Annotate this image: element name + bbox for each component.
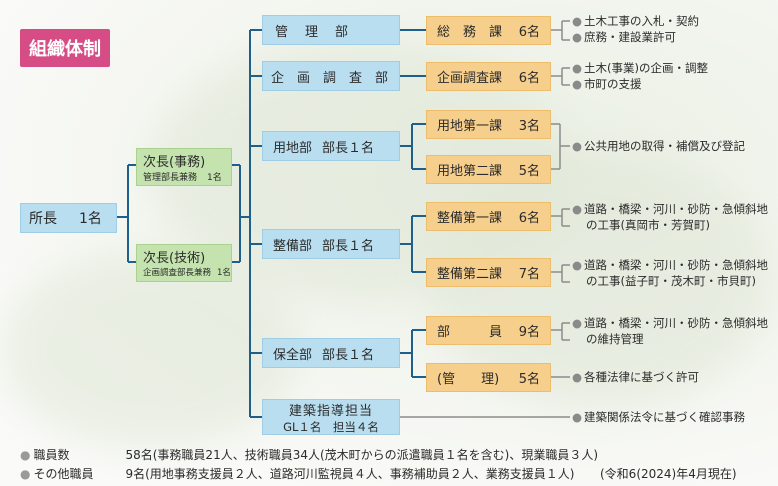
deputy-title: 次長(事務) <box>143 155 206 170</box>
dept-conservation: 保全部 部長１名 <box>262 338 400 368</box>
duty-text: 道路・橋梁・河川・砂防・急傾斜地 <box>584 316 769 330</box>
duties-general-affairs: ●土木工事の入札・契約 ●庶務・建設業許可 <box>572 13 699 45</box>
section-count: 5名 <box>518 164 540 179</box>
duty-text: 公共用地の取得・補償及び登記 <box>584 139 746 153</box>
section-name: 整備第一課 <box>437 211 503 226</box>
dept-building-guidance: 建築指導担当 GL１名 担当４名 <box>262 399 400 435</box>
footer-value: 9名(用地事務支援員２人、道路河川監視員４人、事務補助員２人、業務支援員１人) <box>125 467 575 481</box>
page-title: 組織体制 <box>20 29 110 67</box>
section-count: 9名 <box>518 325 540 340</box>
duty-text: の工事(真岡市・芳賀町) <box>586 218 710 232</box>
bullet-icon: ● <box>572 139 583 153</box>
duties-staff: ●道路・橋梁・河川・砂防・急傾斜地 の維持管理 <box>572 315 768 347</box>
footer-label: 職員数 <box>33 448 70 462</box>
duty-text: 土木(事業)の企画・調整 <box>584 61 709 75</box>
dept-name: 企 画 調 査 部 <box>271 70 389 86</box>
duty-text: 道路・橋梁・河川・砂防・急傾斜地 <box>584 202 769 216</box>
section-name: 用地第二課 <box>437 164 503 179</box>
footer-label: その他職員 <box>33 467 94 481</box>
deputy-admin-box: 次長(事務) 管理部長兼務 1名 <box>136 148 232 186</box>
section-name: 企画調査課 <box>437 71 503 86</box>
duties-building: ●建築関係法令に基づく確認事務 <box>572 409 745 425</box>
duty-text: の工事(益子町・茂木町・市貝町) <box>586 274 756 288</box>
section-count: 6名 <box>518 211 540 226</box>
duty-text: の維持管理 <box>586 332 644 346</box>
section-general-affairs: 総 務 課 6名 <box>426 16 551 45</box>
footer-value: 58名(事務職員21人、技術職員34人(茂木町からの派遣職員１名を含む)、現業職… <box>125 448 599 462</box>
dept-planning: 企 画 調 査 部 <box>262 61 400 91</box>
section-planning: 企画調査課 6名 <box>426 62 551 91</box>
dept-name: 建築指導担当 <box>288 403 373 419</box>
deputy-count: 1名 <box>217 268 231 278</box>
section-name: 総 務 課 <box>437 25 503 40</box>
duty-text: 土木工事の入札・契約 <box>584 14 700 28</box>
section-count: 7名 <box>518 267 540 282</box>
bullet-icon: ● <box>572 370 583 384</box>
bullet-icon: ● <box>572 410 583 424</box>
bullet-icon: ● <box>572 77 583 91</box>
bullet-icon: ● <box>20 448 31 462</box>
deputy-count: 1名 <box>207 173 222 183</box>
deputy-title: 次長(技術) <box>143 251 206 266</box>
dept-land: 用地部 部長１名 <box>262 131 400 161</box>
bullet-icon: ● <box>572 30 583 44</box>
section-count: 6名 <box>518 71 540 86</box>
bullet-icon: ● <box>572 202 583 216</box>
bullet-icon: ● <box>572 258 583 272</box>
dept-management: 管 理 部 <box>262 15 400 45</box>
dept-sub: GL１名 担当４名 <box>283 419 379 434</box>
section-land-1: 用地第一課 3名 <box>426 110 551 139</box>
duties-works-1: ●道路・橋梁・河川・砂防・急傾斜地 の工事(真岡市・芳賀町) <box>572 201 768 233</box>
dept-maintenance-works: 整備部 部長１名 <box>262 229 400 259</box>
duty-text: 市町の支援 <box>584 77 642 91</box>
section-works-2: 整備第二課 7名 <box>426 258 551 287</box>
section-management: (管 理) 5名 <box>426 363 551 392</box>
as-of-date: (令和6(2024)年4月現在) <box>600 467 737 481</box>
section-count: 3名 <box>518 119 540 134</box>
duty-text: 建築関係法令に基づく確認事務 <box>584 410 746 424</box>
footer-staff-count: ●職員数 58名(事務職員21人、技術職員34人(茂木町からの派遣職員１名を含む)… <box>20 446 598 463</box>
dept-sub: 部長１名 <box>322 140 375 156</box>
duties-management: ●各種法律に基づく許可 <box>572 369 699 385</box>
bullet-icon: ● <box>572 14 583 28</box>
deputy-sub: 企画調査部長兼務 <box>143 268 212 278</box>
footer-other-staff: ●その他職員 9名(用地事務支援員２人、道路河川監視員４人、事務補助員２人、業務支… <box>20 465 575 482</box>
dept-name: 用地部 <box>273 140 313 156</box>
deputy-sub: 管理部長兼務 <box>143 173 198 183</box>
section-staff: 部 員 9名 <box>426 316 551 345</box>
dept-name: 保全部 <box>273 347 313 363</box>
duties-planning: ●土木(事業)の企画・調整 ●市町の支援 <box>572 60 708 92</box>
dept-sub: 部長１名 <box>322 347 375 363</box>
section-name: 用地第一課 <box>437 119 503 134</box>
deputy-tech-box: 次長(技術) 企画調査部長兼務 1名 <box>136 244 232 282</box>
bullet-icon: ● <box>20 467 31 481</box>
section-count: 5名 <box>518 372 540 387</box>
bullet-icon: ● <box>572 316 583 330</box>
duty-text: 各種法律に基づく許可 <box>584 370 700 384</box>
section-name: 整備第二課 <box>437 267 503 282</box>
dept-name: 整備部 <box>273 238 313 254</box>
duties-land: ●公共用地の取得・補償及び登記 <box>572 138 745 154</box>
duty-text: 道路・橋梁・河川・砂防・急傾斜地 <box>584 258 769 272</box>
head-label: 所長 <box>29 211 57 227</box>
section-count: 6名 <box>518 25 540 40</box>
dept-sub: 部長１名 <box>322 238 375 254</box>
head-box: 所長 1名 <box>20 203 117 233</box>
duties-works-2: ●道路・橋梁・河川・砂防・急傾斜地 の工事(益子町・茂木町・市貝町) <box>572 257 768 289</box>
duty-text: 庶務・建設業許可 <box>584 30 677 44</box>
section-name: (管 理) <box>437 372 500 387</box>
section-name: 部 員 <box>437 325 503 340</box>
section-works-1: 整備第一課 6名 <box>426 202 551 231</box>
head-count: 1名 <box>79 211 102 227</box>
dept-name: 管 理 部 <box>275 24 351 40</box>
section-land-2: 用地第二課 5名 <box>426 155 551 184</box>
bullet-icon: ● <box>572 61 583 75</box>
